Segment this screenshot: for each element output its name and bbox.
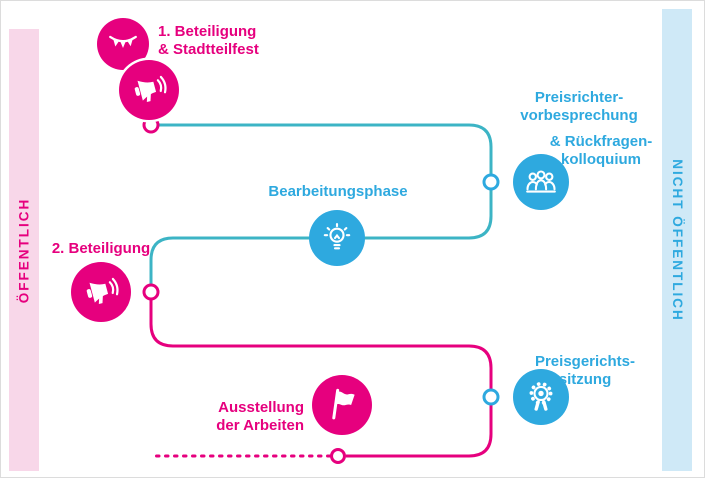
bunting-icon [109,35,137,48]
ausstellung-node [312,375,372,435]
flag-icon [332,388,355,420]
connector-dot-ausstellung [330,448,346,464]
bearbeitungsphase-label: Bearbeitungsphase [238,183,438,201]
preisgericht-label: Preisgerichts- sitzung [509,353,661,390]
preisgericht-node [513,369,569,425]
ausstellung-label-line1: Ausstellung [218,399,304,416]
flow-line-phase2 [149,300,493,458]
beteiligung1-label: 1. Beteiligung & Stadtteilfest [158,23,328,60]
ausstellung-label: Ausstellung der Arbeiten [159,399,304,436]
connector-dot-beteiligung1 [142,116,160,134]
beteiligung2-label-text: 2. Beteiligung [51,240,151,257]
beteiligung1-node [119,60,179,120]
preisrichter-label-top: Preisrichter- vorbesprechung [499,89,659,126]
bearbeitungsphase-label-text: Bearbeitungsphase [268,183,408,200]
megaphone-icon [134,75,167,103]
preisgericht-label-line2: sitzung [558,371,612,389]
lightbulb-icon [323,223,351,250]
preisrichter-label-line2: vorbesprechung [520,107,638,125]
beteiligung1-label-line1: 1. Beteiligung [158,23,257,40]
beteiligung2-node [71,262,131,322]
non-public-sidebar-label: NICHT ÖFFENTLICH [669,158,685,322]
preisrichter-node [513,154,569,210]
connector-dot-preisrichter [482,173,500,191]
bearbeitungsphase-node [309,210,365,266]
beteiligung2-label: 2. Beteiligung [28,240,174,258]
flow-line-phase1 [149,123,493,284]
preisrichter-label-line1: Preisrichter- [534,89,624,106]
preisrichter-label-bottom: & Rückfragen- kolloquium [516,133,686,170]
megaphone-icon [86,277,119,305]
jury-icon [526,170,556,193]
beteiligung1-label-line2: & Stadtteilfest [158,41,259,59]
non-public-sidebar: NICHT ÖFFENTLICH [662,9,692,471]
preisgericht-label-line1: Preisgerichts- [534,353,636,370]
medal-icon [529,381,553,411]
preisrichter-label-line4: kolloquium [561,151,641,169]
connector-dot-beteiligung2 [142,283,160,301]
ausstellung-label-line2: der Arbeiten [216,417,304,435]
public-sidebar: ÖFFENTLICH [9,29,39,471]
connector-dot-preisgericht [482,388,500,406]
preisrichter-label-line3: & Rückfragen- [549,133,653,150]
